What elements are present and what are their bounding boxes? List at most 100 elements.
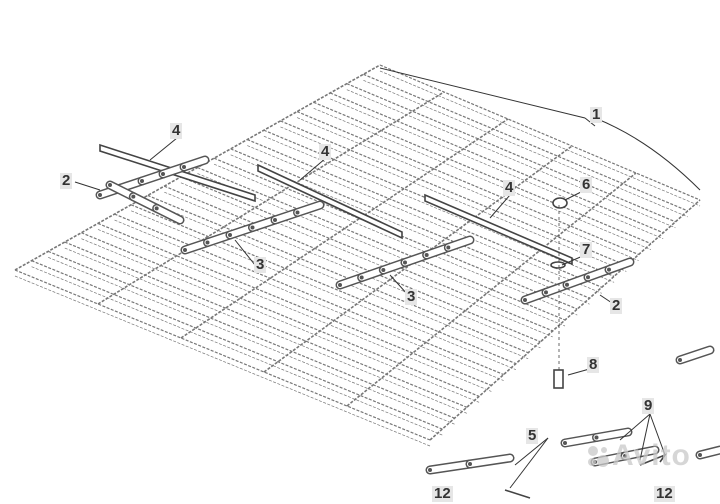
floor-slat-edge <box>313 107 652 250</box>
chain-pin <box>698 453 702 457</box>
callout-2: 2 <box>60 172 73 189</box>
leader-line <box>234 239 256 266</box>
scraper-bar <box>257 163 403 240</box>
chain-bars <box>95 143 635 305</box>
floor-slat <box>47 250 455 419</box>
watermark: Avito <box>612 439 691 472</box>
floor-slat-edge <box>97 229 492 392</box>
chain-pin <box>250 225 255 230</box>
callout-12: 12 <box>432 485 453 502</box>
floor-slat <box>247 138 603 288</box>
chain-link-inner <box>677 347 713 363</box>
callout-3: 3 <box>405 288 418 305</box>
chain-pin <box>468 462 472 466</box>
leader-line <box>149 137 178 161</box>
leader-line <box>649 413 666 456</box>
callout-6: 6 <box>580 176 593 193</box>
floor-slat-edge <box>64 247 467 414</box>
chain-pin <box>381 268 386 272</box>
chain-pin <box>428 468 432 472</box>
chain-pin <box>623 454 627 458</box>
floor-slat-edge <box>379 70 701 207</box>
chain-pin <box>205 240 210 245</box>
floor-slat-edge <box>48 257 455 425</box>
callout-3: 3 <box>254 256 267 273</box>
nut-6 <box>552 197 568 209</box>
floor-rail <box>346 172 637 407</box>
floor-slat <box>329 92 664 234</box>
floor-slat-edge <box>14 275 431 447</box>
floor-slat <box>230 148 590 299</box>
callout-9: 9 <box>642 397 655 414</box>
chain-pin <box>338 283 342 287</box>
chain-pin <box>98 193 102 197</box>
chain-pin <box>563 441 567 445</box>
chain-link-inner <box>181 157 208 170</box>
floor-slat <box>296 111 639 256</box>
floor-rail <box>97 91 445 305</box>
washer-7 <box>550 261 566 269</box>
callout-8: 8 <box>587 356 600 373</box>
callout-4: 4 <box>170 122 183 139</box>
floor-slat <box>97 222 492 387</box>
callout-1: 1 <box>590 106 603 123</box>
floor-rail <box>14 64 381 271</box>
chain-pin <box>182 165 186 169</box>
chain-link-inner <box>622 447 658 459</box>
floor-slat-edge <box>363 79 688 218</box>
chain-pin <box>154 206 159 211</box>
floor-slat <box>313 101 652 245</box>
floor-slat-edge <box>164 191 541 349</box>
chain-pin <box>678 358 682 362</box>
chain-link-inner <box>467 455 513 467</box>
leader-line <box>639 413 651 461</box>
floor-slat-edge <box>114 219 504 381</box>
floor-slat-edge <box>180 182 553 338</box>
chain-pin <box>544 290 548 295</box>
callout-5: 5 <box>526 427 539 444</box>
floor-slat <box>114 213 504 376</box>
callout-4: 4 <box>503 179 516 196</box>
floor-slat <box>197 166 566 321</box>
chain-link-inner <box>606 259 633 273</box>
floor-slat-edge <box>31 266 443 436</box>
chain-pin <box>108 183 112 187</box>
callout-2: 2 <box>610 297 623 314</box>
chain-link-inner <box>153 205 183 223</box>
scraper-bar <box>424 193 573 266</box>
chain-link-inner <box>593 429 631 441</box>
chain-pin <box>586 275 590 280</box>
chain-pin <box>565 282 569 287</box>
chain-pin <box>183 248 187 252</box>
chain-pin <box>161 172 165 176</box>
chain-link-inner <box>427 461 473 473</box>
callout-12: 12 <box>654 485 675 502</box>
floor-slat <box>363 73 688 212</box>
floor-slat <box>14 269 431 441</box>
conveyor-floor <box>14 64 701 447</box>
chain-pin <box>523 298 527 302</box>
floor-slat-edge <box>296 117 639 261</box>
avito-logo-icon <box>588 446 609 467</box>
floor-slat <box>180 176 553 332</box>
chain-pin <box>403 260 407 265</box>
chain-pin <box>273 218 277 222</box>
floor-slat <box>130 204 517 365</box>
leader-line <box>489 194 511 219</box>
chain-link-inner <box>562 434 600 446</box>
floor-slat-edge <box>197 173 566 327</box>
loose-parts <box>425 197 720 499</box>
floor-slat <box>64 241 468 408</box>
callout-4: 4 <box>319 143 332 160</box>
chain-pin <box>594 435 599 440</box>
floor-slat-edge <box>147 201 529 360</box>
chain-pin <box>359 275 364 280</box>
floor-slat-edge <box>280 126 627 272</box>
floor-slat-edge <box>346 89 676 229</box>
chain-pin <box>140 179 144 183</box>
floor-slat <box>81 232 480 397</box>
leader-line <box>299 157 327 181</box>
leader-line <box>74 181 101 191</box>
